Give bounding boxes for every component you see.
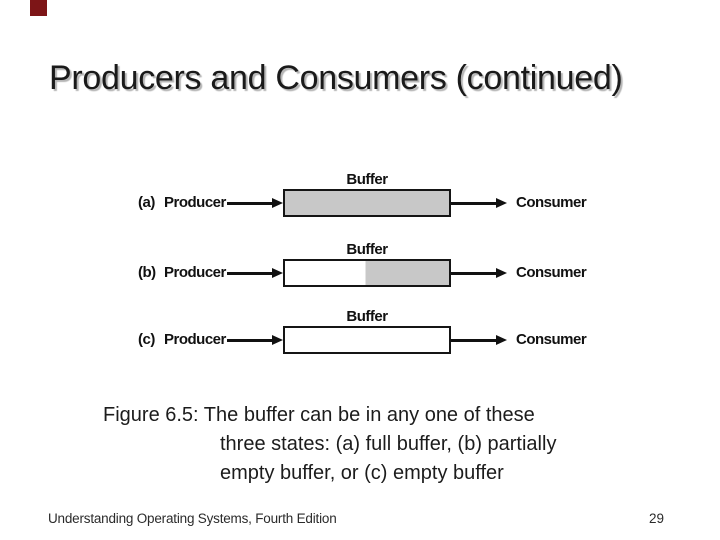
figure-caption: Figure 6.5: The buffer can be in any one… [103,401,556,488]
arrowhead-right-icon [496,198,507,208]
consumer-arrow-line [451,201,497,205]
buffer-box [283,189,451,217]
buffer-box [283,259,451,287]
buffer-label: Buffer [346,241,388,258]
consumer-arrow-line [451,338,497,342]
consumer-label: Consumer [516,194,587,211]
arrowhead-right-icon [272,268,283,278]
slide-title: Producers and Consumers (continued) [49,59,623,97]
footer-book-title: Understanding Operating Systems, Fourth … [48,511,337,526]
buffer-label: Buffer [346,171,388,188]
caption-line: empty buffer, or (c) empty buffer [220,462,504,484]
diagram-row-c: Buffer (c) Producer Consumer [0,307,720,362]
row-index-label: (c) [138,331,155,348]
arrowhead-right-icon [496,335,507,345]
arrowhead-right-icon [272,198,283,208]
producer-label: Producer [164,331,226,348]
producer-label: Producer [164,264,226,281]
caption-line: three states: (a) full buffer, (b) parti… [220,433,557,455]
buffer-label: Buffer [346,308,388,325]
row-index-label: (b) [138,264,156,281]
arrowhead-right-icon [272,335,283,345]
footer-page-number: 29 [649,511,665,526]
consumer-arrow-line [451,271,497,275]
consumer-label: Consumer [516,331,587,348]
producer-arrow-line [227,201,273,205]
caption-line: Figure 6.5: The buffer can be in any one… [103,404,535,426]
slide-accent-mark [30,0,47,16]
producer-arrow-line [227,338,273,342]
producer-arrow-line [227,271,273,275]
row-index-label: (a) [138,194,155,211]
buffer-box [283,326,451,354]
producer-label: Producer [164,194,226,211]
arrowhead-right-icon [496,268,507,278]
diagram-row-b: Buffer (b) Producer Consumer [0,240,720,295]
consumer-label: Consumer [516,264,587,281]
diagram-row-a: Buffer (a) Producer Consumer [0,170,720,225]
